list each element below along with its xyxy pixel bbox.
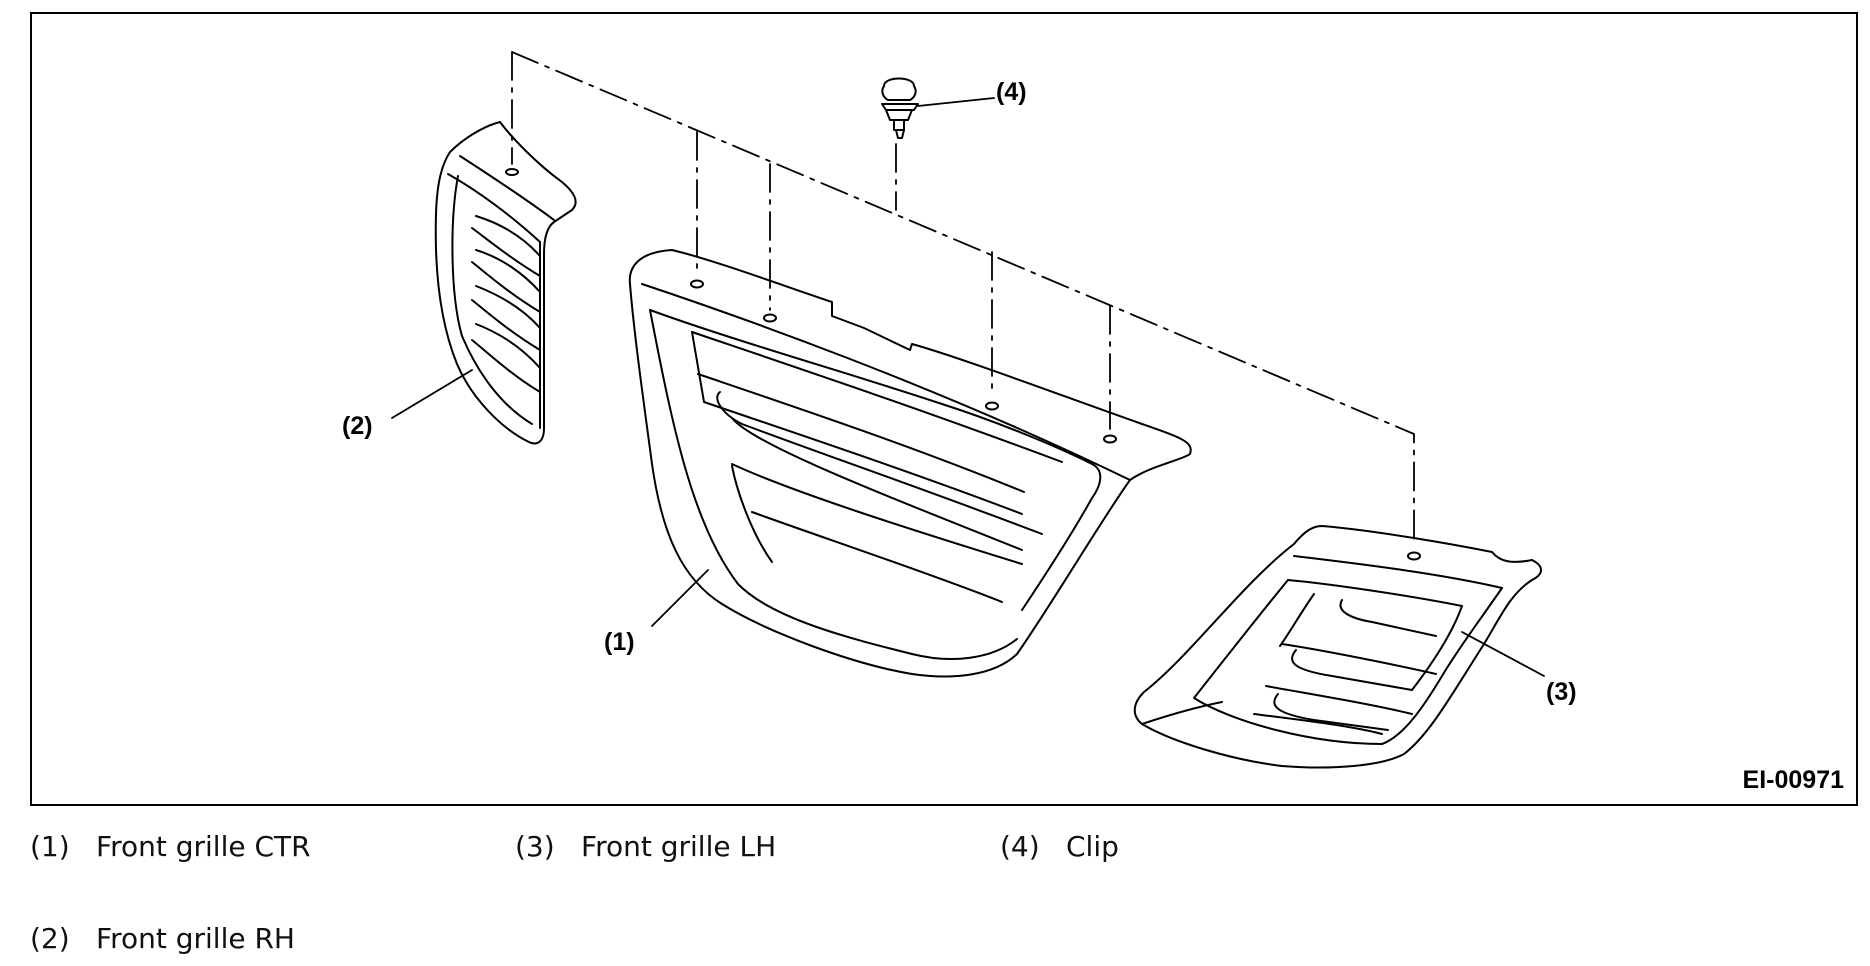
legend-number: (3) (515, 830, 555, 863)
assembly-lines (511, 51, 1415, 547)
legend-number: (2) (30, 922, 70, 955)
callout-2: (2) (342, 412, 373, 440)
legend-item-1: (1) Front grille CTR (30, 830, 311, 863)
callout-4: (4) (996, 78, 1027, 106)
front-grille-rh (434, 121, 577, 445)
legend-item-3: (3) Front grille LH (515, 830, 776, 863)
legend-label: Front grille LH (581, 830, 777, 863)
callout-1: (1) (604, 628, 635, 656)
front-grille-ctr (628, 249, 1192, 678)
front-grille-lh (1133, 525, 1542, 769)
callout-3: (3) (1546, 678, 1577, 706)
legend-label: Front grille CTR (96, 830, 311, 863)
exploded-diagram: (4) (2) (1) (3) EI-00971 (30, 12, 1858, 806)
front-grille-illustration: (4) (2) (1) (3) EI-00971 (342, 51, 1845, 794)
legend-item-4: (4) Clip (1000, 830, 1119, 863)
legend-number: (4) (1000, 830, 1040, 863)
figure-id: EI-00971 (1743, 766, 1845, 794)
legend-item-2: (2) Front grille RH (30, 922, 295, 955)
legend-number: (1) (30, 830, 70, 863)
legend-label: Clip (1066, 830, 1119, 863)
clip-icon (881, 77, 919, 139)
leader-lines (391, 97, 1545, 677)
legend-label: Front grille RH (96, 922, 295, 955)
